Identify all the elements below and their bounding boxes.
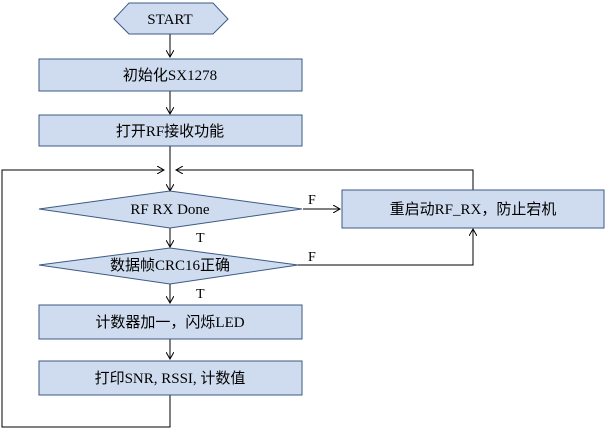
edge-restart-loop: [176, 170, 474, 190]
edge-label-crc-true: T: [196, 287, 205, 302]
start-node: START: [113, 2, 229, 35]
print-node: 打印SNR, RSSI, 计数值: [38, 360, 303, 396]
connectors: [1, 34, 474, 428]
count-node: 计数器加一，闪烁LED: [38, 304, 303, 340]
init-label: 初始化SX1278: [123, 67, 217, 84]
restart-rx-label: 重启动RF_RX，防止宕机: [390, 201, 557, 218]
edge-print-loop: [1, 170, 171, 428]
rx-done-label: RF RX Done: [130, 202, 210, 218]
restart-rx-node: 重启动RF_RX，防止宕机: [341, 189, 605, 229]
print-label: 打印SNR, RSSI, 计数值: [95, 370, 246, 387]
edge-crc-restart: [298, 229, 473, 266]
edge-label-crc-false: F: [308, 250, 316, 265]
init-node: 初始化SX1278: [38, 58, 303, 92]
edge-label-rxdone-true: T: [196, 231, 205, 246]
open-rx-node: 打开RF接收功能: [38, 114, 303, 147]
rx-done-decision: RF RX Done: [38, 190, 303, 229]
crc-decision: 数据帧CRC16正确: [38, 247, 299, 285]
edge-label-rxdone-false: F: [308, 193, 316, 208]
open-rx-label: 打开RF接收功能: [116, 123, 224, 140]
start-label: START: [147, 12, 192, 28]
crc-label: 数据帧CRC16正确: [110, 257, 230, 274]
count-label: 计数器加一，闪烁LED: [95, 314, 244, 331]
